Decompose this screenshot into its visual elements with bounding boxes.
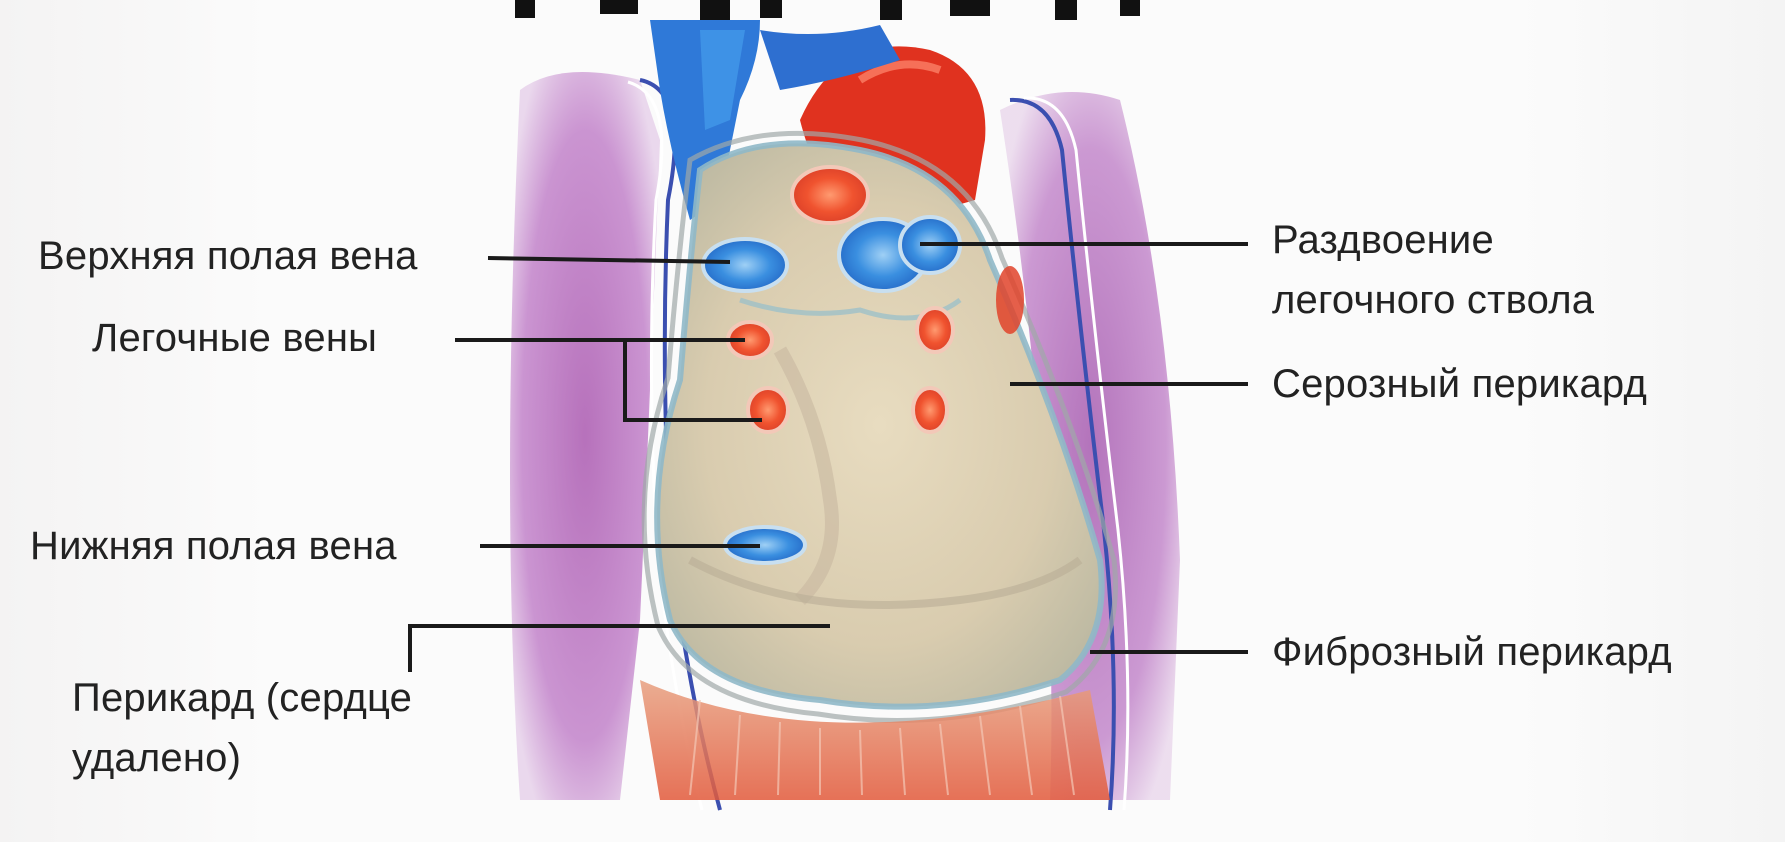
pulm-vein-lr bbox=[913, 388, 947, 432]
aorta-ostium bbox=[792, 167, 868, 223]
label-pulmonary-veins: Легочные вены bbox=[92, 310, 377, 366]
label-inferior-vena-cava: Нижняя полая вена bbox=[30, 518, 397, 574]
pulm-vein-ll bbox=[748, 388, 788, 432]
label-superior-vena-cava: Верхняя полая вена bbox=[38, 228, 418, 284]
label-pulmonary-bifurcation-line2: легочного ствола bbox=[1272, 272, 1594, 328]
pulm-vein-ur bbox=[917, 308, 953, 352]
label-fibrous-pericardium: Фиброзный перикард bbox=[1272, 624, 1672, 680]
svc-ostium bbox=[703, 239, 787, 291]
label-pulmonary-bifurcation-line1: Раздвоение bbox=[1272, 212, 1494, 268]
right-red-vessel bbox=[996, 266, 1024, 334]
label-pericardium-line1: Перикард (сердце bbox=[72, 670, 412, 726]
label-pericardium-line2: удалено) bbox=[72, 730, 241, 786]
label-serous-pericardium: Серозный перикард bbox=[1272, 356, 1647, 412]
